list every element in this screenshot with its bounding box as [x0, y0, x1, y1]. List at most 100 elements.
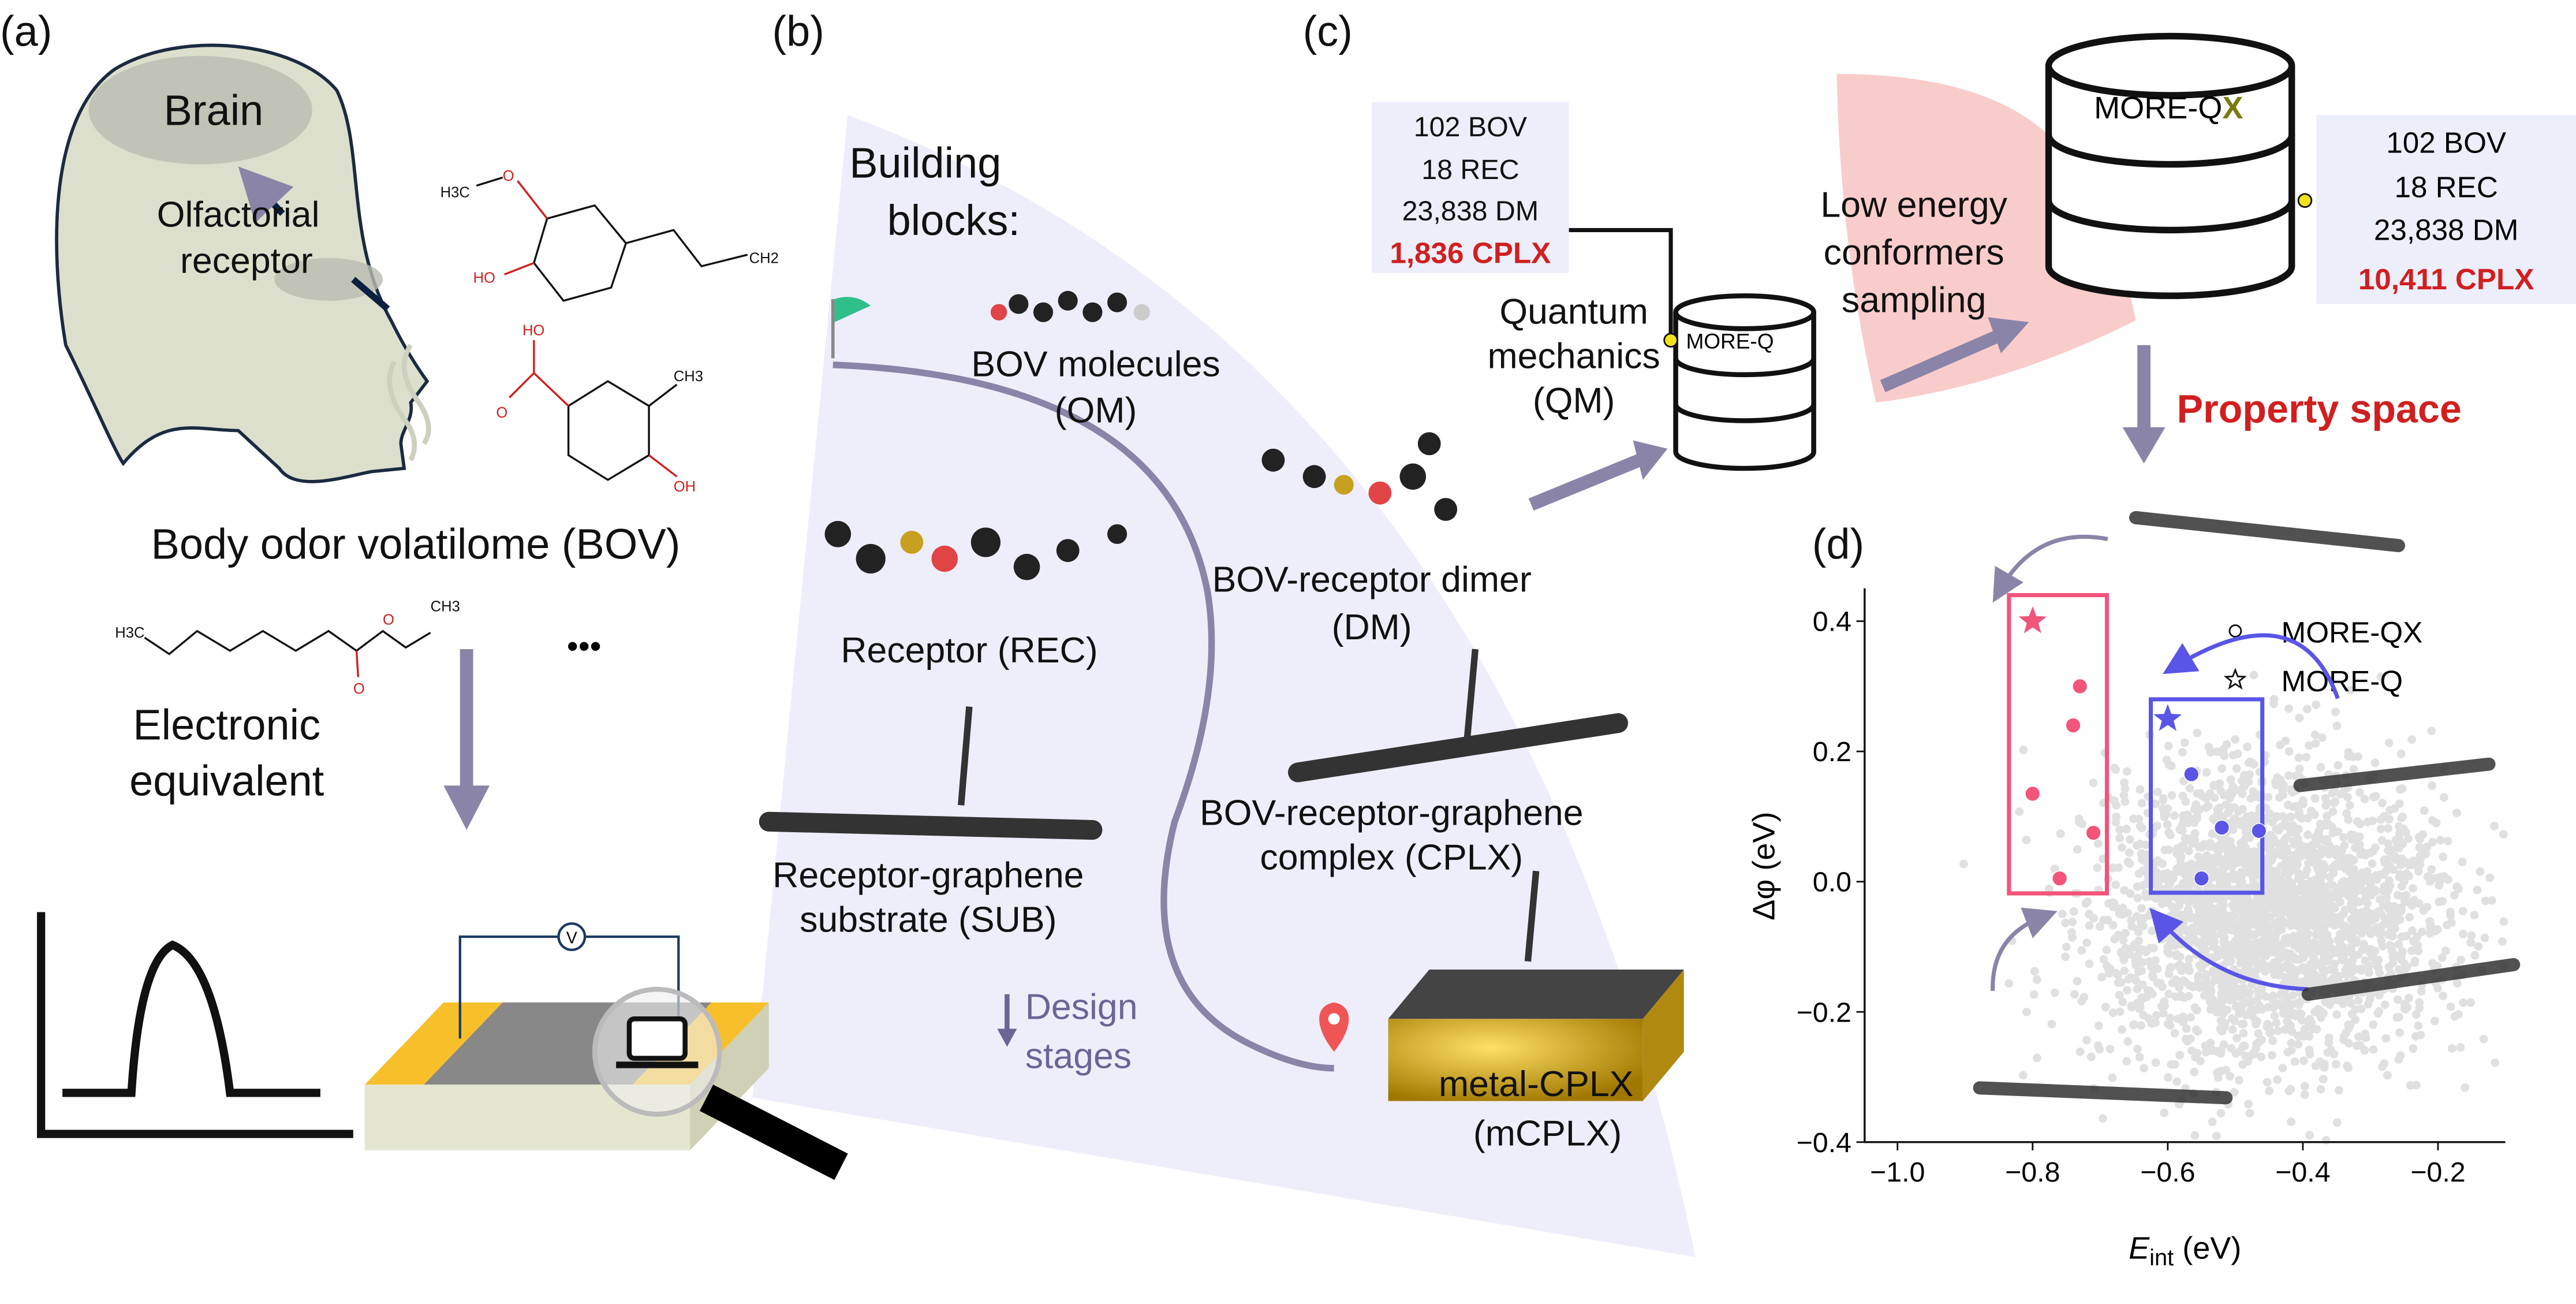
cloud-point [2138, 881, 2148, 890]
legend-marker-star [2223, 668, 2247, 690]
cloud-point [2354, 912, 2364, 921]
cloud-point [2153, 877, 2163, 886]
cloud-point [2163, 869, 2172, 878]
cloud-point [2181, 977, 2190, 986]
cloud-point [2241, 1011, 2250, 1019]
cloud-point [2254, 942, 2263, 952]
cloud-point [2397, 813, 2406, 822]
cloud-point [2233, 749, 2242, 758]
cloud-point [2356, 870, 2365, 880]
cloud-point [2238, 776, 2246, 785]
cloud-point [2299, 928, 2309, 937]
cloud-point [2261, 919, 2271, 928]
cloud-point [2316, 928, 2325, 937]
cloud-point [2114, 863, 2123, 872]
cloud-point [2243, 989, 2252, 998]
cloud-point [2124, 975, 2133, 984]
cloud-point [2242, 851, 2252, 860]
cloud-point [2209, 966, 2217, 975]
cloud-point [2315, 825, 2324, 834]
cloud-point [2264, 942, 2273, 952]
cloud-point [2287, 910, 2297, 919]
cloud-point [2213, 1068, 2222, 1077]
cloud-point [2234, 850, 2243, 859]
cloud-point [2320, 1060, 2329, 1069]
cloud-point [2230, 942, 2239, 952]
cloud-point [2246, 998, 2255, 1007]
cloud-point [2243, 895, 2252, 904]
cloud-point [2208, 854, 2217, 863]
cloud-point [2450, 1012, 2459, 1021]
cloud-point [2246, 859, 2256, 868]
cloud-point [2257, 937, 2266, 947]
cloud-point [2204, 984, 2213, 993]
cloud-point [2294, 901, 2303, 911]
cloud-point [2206, 748, 2215, 757]
cloud-point [2231, 989, 2240, 999]
cloud-point [2122, 1057, 2131, 1065]
cloud-point [2118, 997, 2127, 1007]
cloud-point [2241, 827, 2250, 836]
cloud-point [2215, 873, 2224, 882]
cloud-point [2319, 931, 2328, 940]
cloud-point [2104, 899, 2113, 908]
cloud-point [2384, 963, 2394, 972]
cloud-point [2263, 1019, 2272, 1029]
cloud-point [2228, 926, 2237, 935]
cloud-point [2277, 1001, 2286, 1011]
cloud-point [2452, 979, 2462, 988]
cloud-point [2269, 939, 2279, 948]
cloud-point [2277, 880, 2286, 889]
cloud-point [2217, 856, 2226, 865]
cloud-point [2314, 977, 2323, 986]
cloud-point [2194, 979, 2204, 988]
cloud-point [2301, 949, 2310, 957]
cloud-point [2297, 881, 2306, 891]
cloud-point [2260, 950, 2269, 959]
cloud-point [2273, 919, 2282, 928]
cloud-point [2194, 806, 2204, 815]
cloud-point [2234, 851, 2243, 860]
cloud-point [2267, 892, 2276, 901]
cloud-point [2093, 1041, 2103, 1050]
cloud-point [2380, 869, 2389, 878]
sub-label-2: substrate (SUB) [800, 899, 1056, 940]
cloud-point [2297, 886, 2306, 896]
cloud-point [2193, 728, 2202, 737]
cloud-point [2293, 860, 2302, 869]
cloud-point [2234, 900, 2243, 909]
cloud-point [2250, 899, 2260, 908]
cloud-point [2197, 843, 2207, 852]
cloud-point [2252, 1040, 2261, 1048]
cloud-point [2241, 926, 2249, 936]
cloud-point [2183, 927, 2193, 936]
cloud-point [2167, 791, 2176, 800]
cloud-point [2280, 918, 2290, 927]
cloud-point [2375, 1007, 2384, 1016]
cloud-point [2260, 896, 2269, 904]
cloud-point [2116, 948, 2126, 957]
cloud-point [2236, 855, 2245, 864]
cloud-point [2347, 874, 2357, 883]
cloud-point [2282, 899, 2291, 908]
cloud-point [2414, 832, 2424, 841]
molecule-render [2301, 957, 2521, 1001]
cloud-point [2252, 952, 2261, 961]
cloud-point [2202, 793, 2211, 803]
cloud-point [2269, 919, 2279, 929]
cloud-point [2340, 906, 2350, 915]
cloud-point [2351, 1015, 2360, 1024]
cloud-point [2410, 958, 2419, 967]
cloud-point [2217, 979, 2227, 988]
cloud-point [2108, 921, 2118, 930]
cloud-point [2338, 858, 2347, 867]
cloud-point [2190, 936, 2200, 945]
cloud-point [2325, 965, 2334, 974]
cloud-point [2479, 1034, 2488, 1044]
cloud-point [2396, 955, 2406, 964]
cloud-point [2186, 837, 2196, 845]
cloud-point [2396, 1051, 2405, 1060]
cloud-point [2217, 971, 2226, 981]
cloud-point [2223, 977, 2231, 986]
cloud-point [2247, 870, 2256, 879]
